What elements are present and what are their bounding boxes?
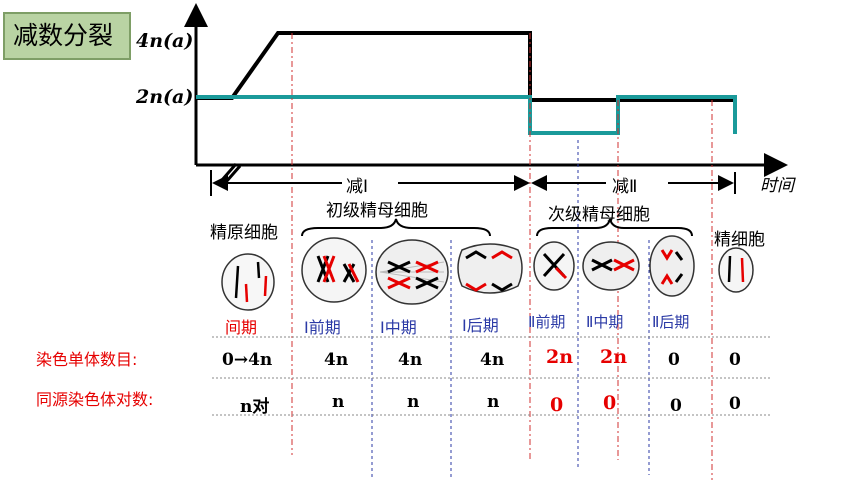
phase-anaphase-2: Ⅱ后期 — [652, 313, 690, 331]
phase-interphase: 间期 — [225, 318, 258, 337]
page-title: 减数分裂 — [3, 12, 131, 60]
chromatid-interphase: 0→4n — [222, 350, 273, 370]
phase-anaphase-1: Ⅰ后期 — [462, 316, 499, 335]
chromatid-anaphase-1: 4n — [480, 350, 505, 370]
homolog-prophase-1: n — [332, 392, 345, 412]
label-spermatogonium: 精原细胞 — [210, 223, 278, 243]
chromatid-anaphase-2: 0 — [668, 350, 680, 370]
timeline-break-2 — [224, 165, 242, 183]
row-label-chromatid-count: 染色单体数目: — [36, 350, 138, 369]
cell-metaphase-2 — [582, 241, 640, 291]
label-secondary-spermatocyte: 次级精母细胞 — [548, 205, 650, 225]
chromatid-metaphase-2: 2n — [600, 346, 628, 368]
chromatid-metaphase-1: 4n — [398, 350, 423, 370]
phase-metaphase-2: Ⅱ中期 — [586, 313, 624, 331]
chromatid-prophase-2: 2n — [546, 346, 574, 368]
homolog-metaphase-1: n — [407, 392, 420, 412]
homolog-interphase: n对 — [240, 397, 270, 417]
cell-prophase-1 — [301, 237, 367, 303]
phase-prophase-1: Ⅰ前期 — [304, 318, 341, 337]
label-sperm-cell: 精细胞 — [714, 230, 765, 250]
row-label-homolog-pairs: 同源染色体对数: — [36, 390, 154, 409]
homolog-anaphase-2: 0 — [670, 396, 682, 416]
chromatid-prophase-1: 4n — [324, 350, 349, 370]
cell-interphase — [221, 253, 275, 311]
label-primary-spermatocyte: 初级精母细胞 — [326, 201, 428, 221]
phase-metaphase-1: Ⅰ中期 — [380, 318, 417, 337]
phase-prophase-2: Ⅱ前期 — [528, 313, 566, 331]
cell-anaphase-1 — [457, 243, 523, 294]
chromatid-sperm: 0 — [729, 350, 741, 370]
phase-dividers-blue — [371, 140, 650, 480]
y-label-2n: 2n(a) — [136, 86, 194, 108]
stage-meiosis1: 减Ⅰ — [346, 177, 369, 197]
cell-metaphase-1 — [375, 239, 449, 305]
homolog-anaphase-1: n — [487, 392, 500, 412]
cell-anaphase-2 — [649, 235, 695, 297]
stage-meiosis2: 减Ⅱ — [612, 177, 638, 197]
dna-content-line — [196, 31, 737, 134]
secondary-brace — [536, 218, 693, 237]
x-axis-label: 时间 — [760, 176, 794, 196]
phase-dividers — [291, 33, 713, 480]
homolog-sperm: 0 — [729, 394, 741, 414]
y-label-4n: 4n(a) — [136, 30, 194, 52]
row-separators — [212, 336, 770, 416]
cell-sperm — [718, 247, 754, 293]
homolog-metaphase-2: 0 — [603, 392, 617, 414]
cell-prophase-2 — [533, 241, 575, 291]
primary-brace — [301, 218, 491, 237]
chromosome-count-line — [196, 95, 737, 135]
homolog-prophase-2: 0 — [550, 394, 564, 416]
